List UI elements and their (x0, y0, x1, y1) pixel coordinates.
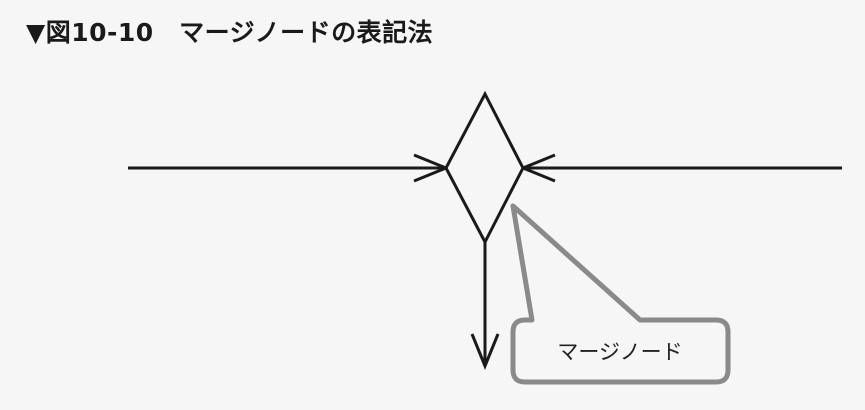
callout-label: マージノード (557, 340, 682, 364)
callout-balloon (510, 203, 731, 385)
outgoing-arrowhead (470, 333, 500, 370)
merge-node-diamond (444, 90, 525, 246)
figure-title: ▼図10-10 マージノードの表記法 (26, 18, 434, 47)
